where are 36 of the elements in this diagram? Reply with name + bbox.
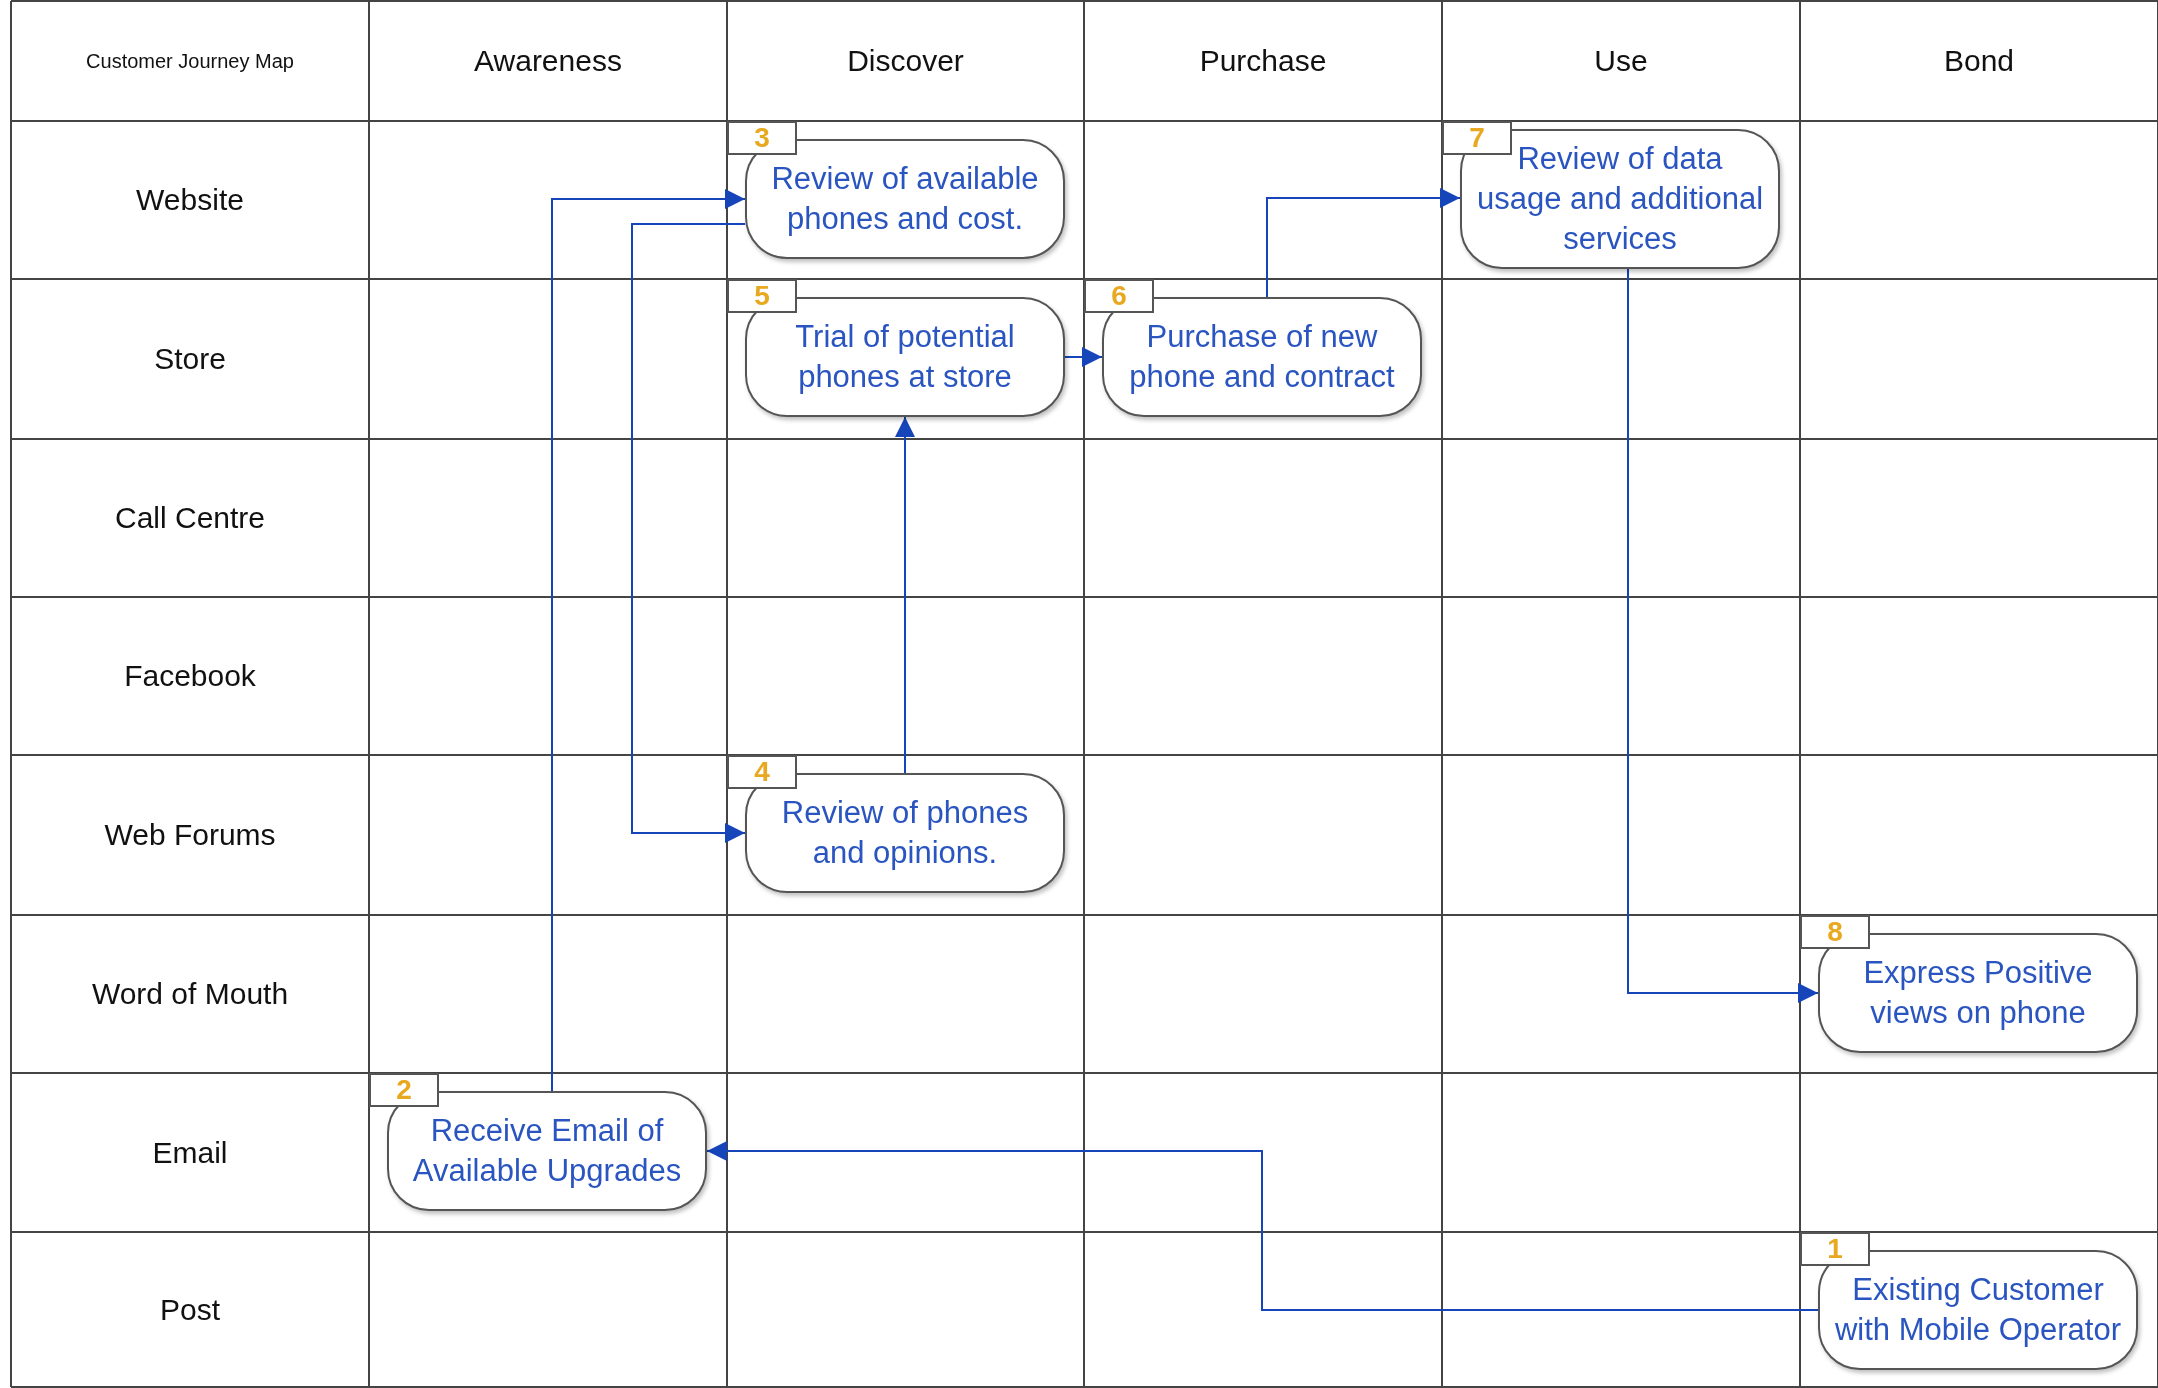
row-header: Facebook <box>124 659 256 693</box>
row-header: Email <box>152 1135 228 1170</box>
step-text: Trial of potential phones at store <box>794 318 1016 396</box>
table-title: Customer Journey Map <box>86 49 294 73</box>
row-header: Word of Mouth <box>91 977 289 1011</box>
row-header: Store <box>154 342 226 376</box>
step-number: 2 <box>369 1073 439 1107</box>
arrow <box>706 1141 1819 1311</box>
column-header: Awareness <box>474 44 622 78</box>
step-number: 8 <box>1800 915 1870 949</box>
row-header: Post <box>160 1292 220 1327</box>
step-text: Existing Customer with Mobile Operator <box>1834 1271 2122 1349</box>
column-header: Bond <box>1943 44 2015 78</box>
arrow <box>631 223 746 843</box>
step-number: 6 <box>1084 279 1154 313</box>
step-text: Purchase of new phone and contract <box>1128 318 1396 396</box>
arrow <box>1266 188 1461 298</box>
column-header: Discover <box>847 44 964 78</box>
step-number: 5 <box>727 279 797 313</box>
step-text: Receive Email of Available Upgrades <box>411 1112 683 1190</box>
arrow <box>1627 268 1819 1003</box>
arrow <box>1064 347 1103 367</box>
arrow <box>895 416 915 774</box>
row-header: Web Forums <box>104 818 276 852</box>
column-header: Purchase <box>1199 44 1327 78</box>
column-header: Use <box>1594 44 1648 78</box>
row-header: Website <box>136 183 244 217</box>
step-number: 7 <box>1442 121 1512 155</box>
step-number: 4 <box>727 755 797 789</box>
arrow <box>551 189 746 1092</box>
step-text: Review of phones and opinions. <box>780 794 1030 872</box>
step-text: Review of available phones and cost. <box>770 160 1040 238</box>
step-number: 1 <box>1800 1232 1870 1266</box>
step-text: Express Positive views on phone <box>1862 954 2094 1032</box>
row-header: Call Centre <box>114 501 266 535</box>
step-number: 3 <box>727 121 797 155</box>
